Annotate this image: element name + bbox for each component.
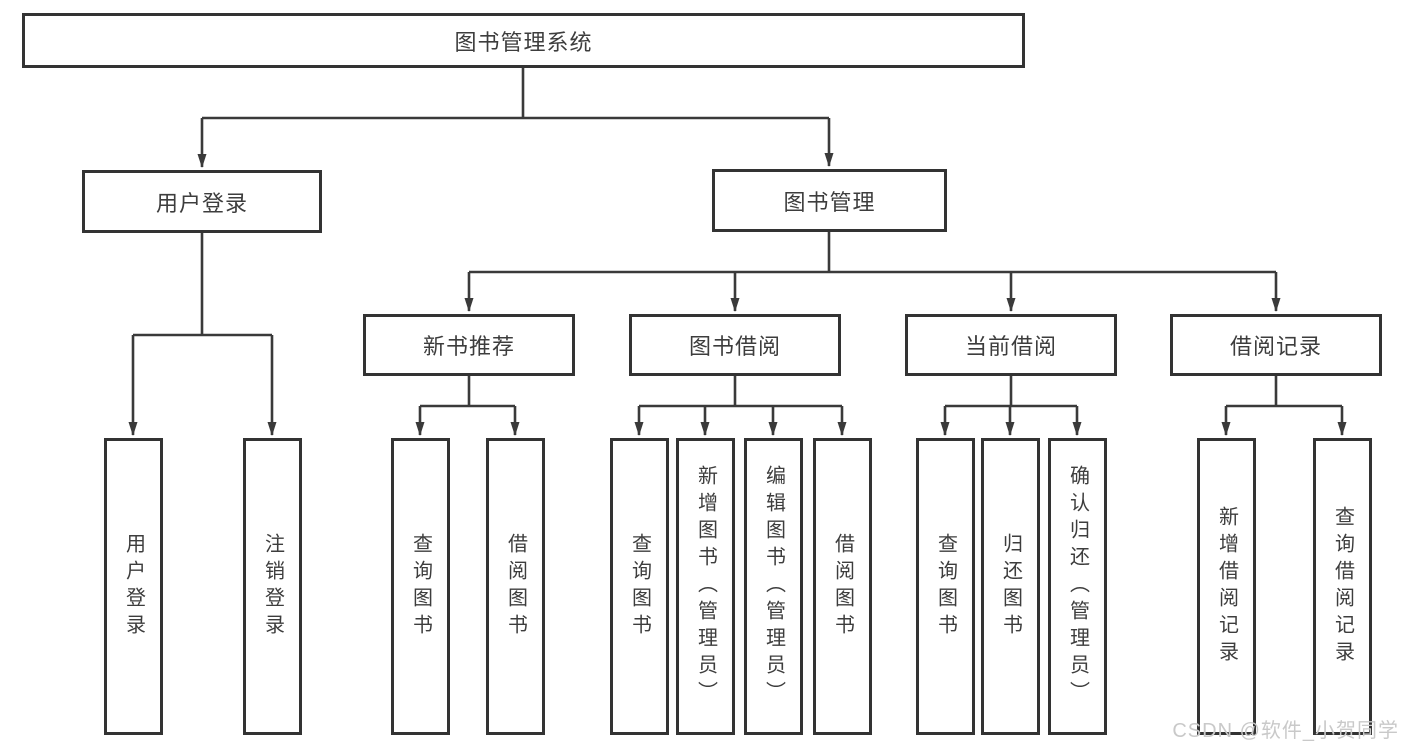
- leaf-query-books: 查询图书: [391, 438, 450, 735]
- node-user-login: 用户登录: [82, 170, 322, 233]
- leaf-query-borrow-record: 查询借阅记录: [1313, 438, 1372, 735]
- leaf-borrow-books: 借阅图书: [486, 438, 545, 735]
- node-borrow-records: 借阅记录: [1170, 314, 1382, 376]
- leaf-add-borrow-record: 新增借阅记录: [1197, 438, 1256, 735]
- leaf-label: 新增图书（管理员）: [694, 465, 717, 708]
- leaf-label: 查询图书: [628, 532, 651, 641]
- leaf-label: 查询图书: [934, 532, 957, 641]
- leaf-logout: 注销登录: [243, 438, 302, 735]
- leaf-label: 确认归还（管理员）: [1066, 465, 1089, 708]
- leaf-label: 查询图书: [409, 532, 432, 641]
- leaf-user-login: 用户登录: [104, 438, 163, 735]
- leaf-confirm-return-admin: 确认归还（管理员）: [1048, 438, 1107, 735]
- leaf-query-books: 查询图书: [610, 438, 669, 735]
- node-book-management: 图书管理: [712, 169, 947, 232]
- leaf-label: 用户登录: [122, 532, 145, 641]
- leaf-label: 借阅图书: [831, 532, 854, 641]
- leaf-borrow-books: 借阅图书: [813, 438, 872, 735]
- leaf-return-books: 归还图书: [981, 438, 1040, 735]
- leaf-label: 归还图书: [999, 532, 1022, 641]
- leaf-label: 注销登录: [261, 532, 284, 641]
- leaf-label: 查询借阅记录: [1331, 505, 1354, 668]
- leaf-add-books-admin: 新增图书（管理员）: [676, 438, 735, 735]
- leaf-query-books: 查询图书: [916, 438, 975, 735]
- node-new-book-recommend: 新书推荐: [363, 314, 575, 376]
- node-book-borrow: 图书借阅: [629, 314, 841, 376]
- leaf-label: 借阅图书: [504, 532, 527, 641]
- leaf-label: 编辑图书（管理员）: [762, 465, 785, 708]
- node-current-borrow: 当前借阅: [905, 314, 1117, 376]
- leaf-edit-books-admin: 编辑图书（管理员）: [744, 438, 803, 735]
- node-library-management-system: 图书管理系统: [22, 13, 1025, 68]
- leaf-label: 新增借阅记录: [1215, 505, 1238, 668]
